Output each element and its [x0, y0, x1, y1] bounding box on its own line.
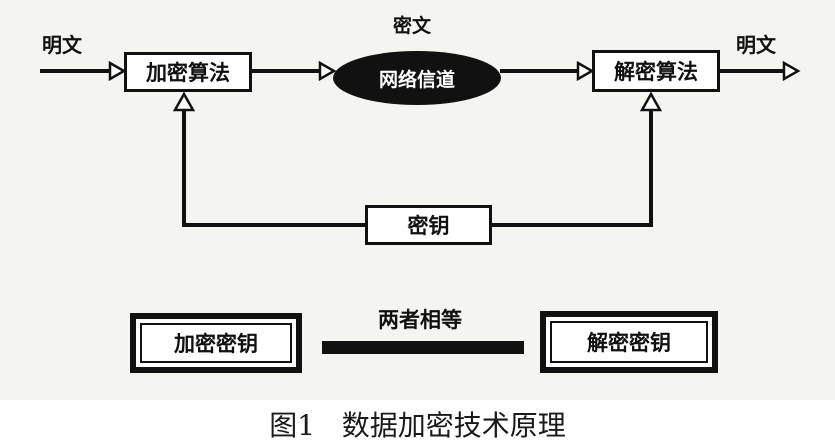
decryption-key-label: 解密密钥 [550, 321, 708, 363]
arrowhead-into-decrypt [576, 60, 595, 82]
encryption-key-box: 加密密钥 [130, 313, 302, 373]
decryption-key-box: 解密密钥 [540, 311, 718, 373]
key-to-decrypt-line [492, 110, 653, 227]
equality-bar [322, 341, 524, 354]
plaintext-input-label: 明文 [42, 33, 82, 57]
key-to-encrypt-line [182, 110, 365, 227]
network-channel-label: 网络信道 [378, 68, 455, 91]
arrowhead-up-encrypt [172, 91, 196, 112]
arrowhead-up-decrypt [639, 91, 663, 112]
arrowhead-into-channel [318, 60, 337, 82]
diagram-connectors [40, 51, 801, 354]
figure-caption: 图1 数据加密技术原理 [269, 409, 566, 442]
equal-label: 两者相等 [378, 307, 462, 332]
plaintext-output-label: 明文 [736, 33, 776, 57]
network-channel-ellipse [333, 51, 501, 105]
key-box: 密钥 [365, 205, 492, 245]
arrowhead-output [782, 60, 801, 82]
arrowhead-into-encrypt [108, 60, 127, 82]
diagram-figure: 明文 密文 明文 加密算法 网络信道 解密算法 密钥 加密密钥 两者相等 解密密… [0, 0, 835, 400]
decrypt-algorithm-box: 解密算法 [592, 50, 720, 92]
ciphertext-label: 密文 [393, 15, 432, 37]
encrypt-algorithm-box: 加密算法 [124, 52, 252, 92]
encryption-key-label: 加密密钥 [140, 323, 292, 363]
